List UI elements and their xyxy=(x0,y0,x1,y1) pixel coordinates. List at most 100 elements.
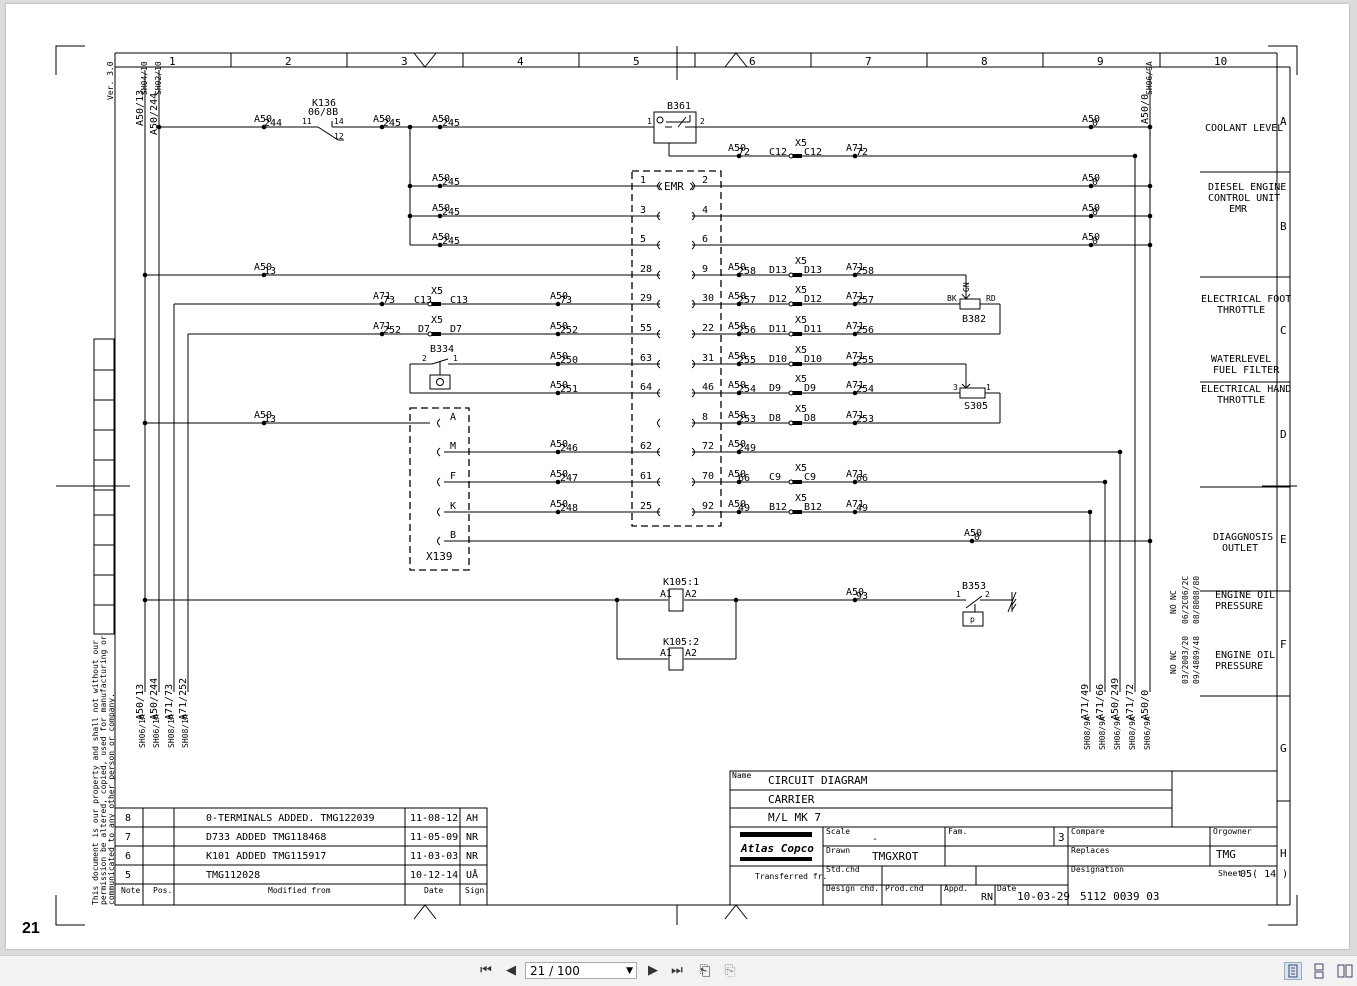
x5-connector-socket xyxy=(788,479,794,485)
rotate-page-icon[interactable]: ⎗ xyxy=(699,963,711,979)
last-page-icon[interactable]: ⏭ xyxy=(671,963,683,978)
component-description: EMR xyxy=(1229,204,1248,215)
junction-dot xyxy=(852,301,858,307)
emr-pin-number: 8 xyxy=(702,412,708,423)
junction-dot xyxy=(142,420,148,426)
junction-dot xyxy=(379,124,385,130)
wire-tag: D8 xyxy=(769,413,781,424)
next-page-icon[interactable]: ▶ xyxy=(648,963,658,978)
emr-left-pin xyxy=(657,359,661,369)
wire-number: 253 xyxy=(856,414,874,425)
page-indicator: 21 / 100 xyxy=(530,964,580,978)
emr-right-pin xyxy=(691,418,695,428)
wire-number: 257 xyxy=(738,295,756,306)
wire-tag: A50 xyxy=(728,321,746,332)
emr-left-pin xyxy=(657,299,661,309)
oil-ref: 03/20 xyxy=(1181,636,1190,660)
wire-tag: X5 xyxy=(795,315,807,326)
junction-dot xyxy=(614,597,620,603)
wire-tag: D11 xyxy=(769,324,787,335)
wire-number: 246 xyxy=(560,443,578,454)
junction-dot xyxy=(1087,509,1093,515)
wire-number: 255 xyxy=(856,355,874,366)
wire-number: 255 xyxy=(738,355,756,366)
b361-pin: 1 xyxy=(647,117,652,126)
continuous-view-icon[interactable] xyxy=(1310,962,1328,980)
left-bottom-ref: A71/73 xyxy=(164,684,175,720)
oil-ref: 09/48 xyxy=(1192,636,1201,660)
emr-pin-number: 3 xyxy=(640,205,646,216)
emr-right-pin xyxy=(691,359,695,369)
junction-dot xyxy=(1088,213,1094,219)
single-page-view-icon[interactable] xyxy=(1284,962,1302,980)
wire-tag: A71 xyxy=(373,321,391,332)
rotate-page-disabled-icon[interactable]: ⎘ xyxy=(724,963,736,979)
left-ref: A50/13 xyxy=(135,90,146,126)
x5-connector-socket xyxy=(427,331,433,337)
component-description: ENGINE OIL xyxy=(1215,650,1275,661)
wire-tag: A50 xyxy=(1082,114,1100,125)
left-bottom-sheet: SH08/1A xyxy=(167,714,176,748)
x139-pin-label: K xyxy=(450,501,456,512)
appd-value: RN xyxy=(981,892,993,903)
two-page-view-icon[interactable] xyxy=(1336,962,1354,980)
wire-tag: D12 xyxy=(769,294,787,305)
junction-dot xyxy=(555,390,561,396)
emr-left-pin xyxy=(657,507,661,517)
k105-relays xyxy=(668,588,684,671)
revision-header: Note xyxy=(121,886,140,895)
junction-dot xyxy=(1102,479,1108,485)
x5-connector-socket xyxy=(788,272,794,278)
b353-pin: 2 xyxy=(985,590,990,599)
k105-1-label: K105:1 xyxy=(663,577,699,588)
wire-tag: A50 xyxy=(728,351,746,362)
wire-tag: D9 xyxy=(769,383,781,394)
column-label: 1 xyxy=(169,55,176,68)
k136-pin: 14 xyxy=(334,117,344,126)
first-page-icon[interactable]: ⏮ xyxy=(480,963,492,978)
wire-number: 254 xyxy=(738,384,756,395)
coil-pin: A1 xyxy=(660,589,672,600)
b382-pin: RD xyxy=(986,294,996,303)
emr-pin-number: 64 xyxy=(640,382,652,393)
right-bottom-sheet: SH08/9A xyxy=(1098,716,1107,750)
b361-label: B361 xyxy=(667,101,691,112)
junction-dot xyxy=(969,538,975,544)
emr-left-pin xyxy=(657,418,661,428)
wire-number: 66 xyxy=(856,473,868,484)
wire-number: 0 xyxy=(1092,236,1098,247)
emr-pin-number: 30 xyxy=(702,293,714,304)
wire-tag: D13 xyxy=(769,265,787,276)
wire-number: 245 xyxy=(442,236,460,247)
fam-label: Fam. xyxy=(948,827,967,836)
wire-number: 256 xyxy=(738,325,756,336)
appd-label: Appd. xyxy=(944,884,968,893)
x5-connector-socket xyxy=(788,390,794,396)
wire-tag: A50 xyxy=(550,380,568,391)
revision-date: 11-03-03 xyxy=(410,851,458,862)
wire-tag: D11 xyxy=(804,324,822,335)
b382-pin: GN xyxy=(962,282,971,292)
emr-right-pin xyxy=(691,240,695,250)
previous-page-icon[interactable]: ◀ xyxy=(506,963,516,978)
b382-potentiometer xyxy=(959,285,981,310)
b334-label: B334 xyxy=(430,344,454,355)
emr-pin-number: 9 xyxy=(702,264,708,275)
wire-number: 257 xyxy=(856,295,874,306)
emr-left-pin xyxy=(657,477,661,487)
x5-connector-socket xyxy=(788,420,794,426)
emr-right-pin xyxy=(691,211,695,221)
wire-number: 73 xyxy=(560,295,572,306)
wire-tag: A50 xyxy=(373,114,391,125)
revision-text: K101 ADDED TMG115917 xyxy=(206,851,326,862)
x139-pin xyxy=(437,447,441,457)
chevron-down-icon: ▼ xyxy=(626,966,633,976)
oil-ref: NC xyxy=(1169,590,1178,600)
wire-number: 256 xyxy=(856,325,874,336)
left-bottom-sheet: SH06/1A xyxy=(152,714,161,748)
component-description: PRESSURE xyxy=(1215,661,1263,672)
x5-connector-marks xyxy=(427,153,802,515)
component-description: PRESSURE xyxy=(1215,601,1263,612)
page-number-input[interactable]: 21 / 100 ▼ xyxy=(525,962,637,979)
revision-sign: NR xyxy=(466,832,479,843)
